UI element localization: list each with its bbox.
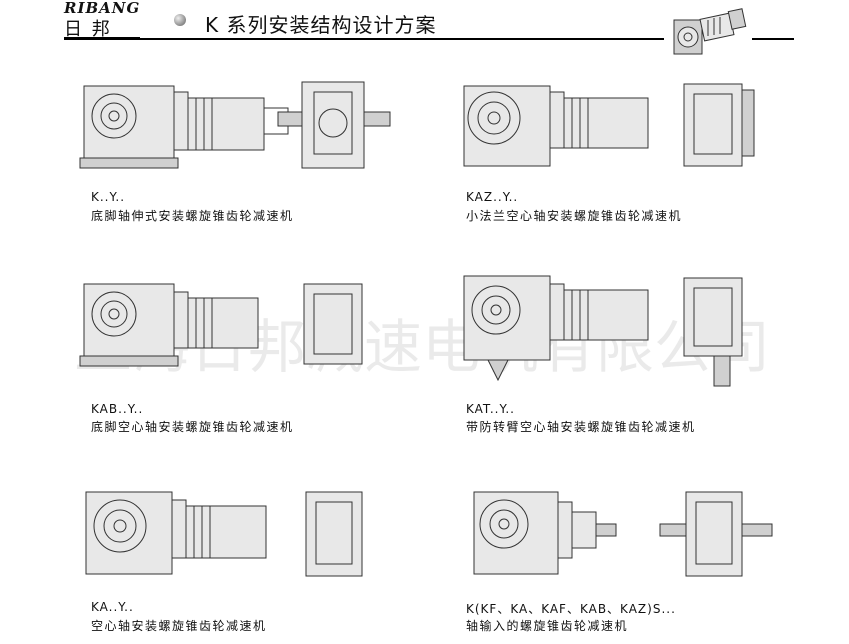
drawing-kat-y — [458, 270, 758, 390]
header-rule — [64, 38, 664, 40]
logo-underline — [64, 37, 140, 38]
drawing-kab-y — [78, 280, 378, 372]
drawing-ka-y — [80, 488, 380, 584]
item-desc: 小法兰空心轴安装螺旋锥齿轮减速机 — [466, 209, 683, 223]
header: RIBANG 日 邦 K 系列安装结构设计方案 — [0, 0, 849, 55]
item-code: KAB..Y.. — [91, 402, 144, 416]
header-rule-right — [752, 38, 794, 40]
item-code: KA..Y.. — [91, 600, 134, 614]
item-desc: 轴输入的螺旋锥齿轮减速机 — [466, 619, 629, 633]
bullet-icon — [174, 14, 186, 26]
item-code: K(KF、KA、KAF、KAB、KAZ)S... — [466, 602, 676, 616]
item-desc: 空心轴安装螺旋锥齿轮减速机 — [91, 619, 267, 633]
gear-motor-icon — [673, 8, 747, 55]
item-code: K..Y.. — [91, 190, 126, 204]
item-desc: 底脚轴伸式安装螺旋锥齿轮减速机 — [91, 209, 294, 223]
item-desc: 带防转臂空心轴安装螺旋锥齿轮减速机 — [466, 420, 696, 434]
drawing-kaz-y — [458, 78, 758, 178]
drawing-ks — [468, 488, 788, 584]
logo-text: RIBANG — [64, 0, 141, 17]
page-title: K 系列安装结构设计方案 — [205, 13, 437, 37]
logo-chinese: 日 邦 — [64, 19, 112, 40]
item-desc: 底脚空心轴安装螺旋锥齿轮减速机 — [91, 420, 294, 434]
drawing-k-y — [78, 78, 403, 178]
item-code: KAZ..Y.. — [466, 190, 519, 204]
item-code: KAT..Y.. — [466, 402, 515, 416]
